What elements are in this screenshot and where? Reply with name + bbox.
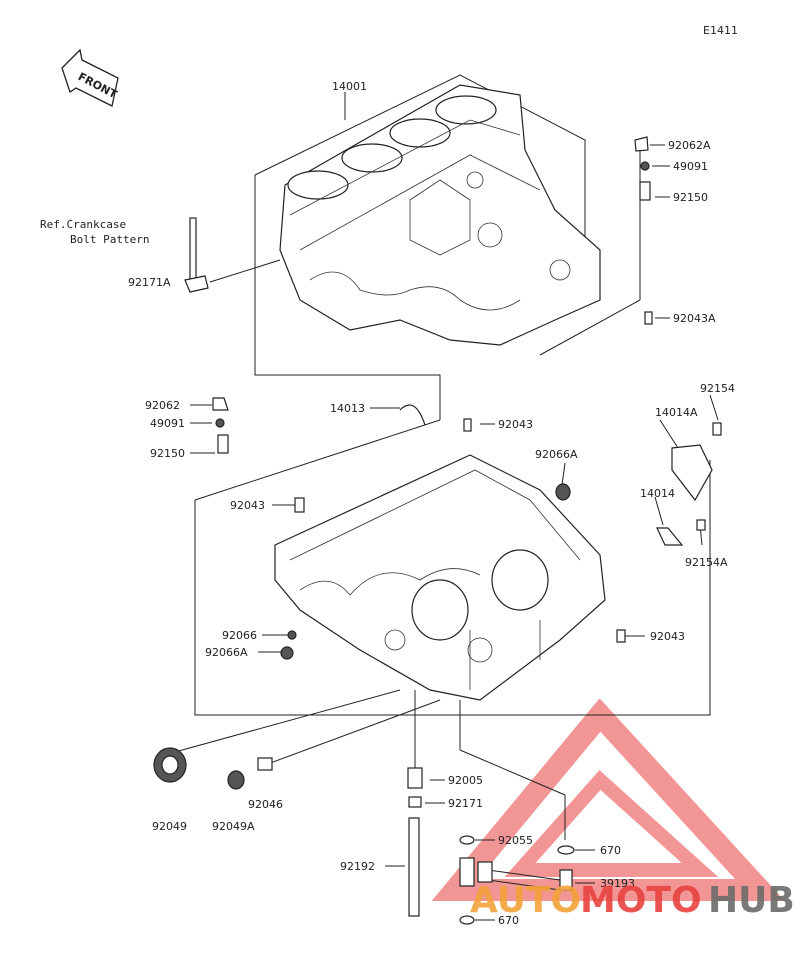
part-92171A-bolt (189, 217, 197, 281)
part-labels: 14001 92062A 49091 92150 Ref.Crankcase B… (40, 80, 735, 927)
lower-crankcase-body (274, 454, 606, 701)
label-92005: 92005 (448, 774, 483, 787)
part-92171-shape (408, 796, 422, 808)
part-39193-mid (477, 861, 493, 883)
cylinder-bore-3 (389, 118, 451, 148)
part-92043-a-shape (463, 418, 472, 432)
label-92049: 92049 (152, 820, 187, 833)
part-92046-shape (257, 757, 273, 771)
part-49091-shape (215, 418, 225, 428)
label-92154: 92154 (700, 382, 735, 395)
watermark-triangle-inner (504, 770, 719, 877)
watermark-triangle-outer (431, 698, 785, 901)
part-92154A-shape (696, 519, 706, 531)
cylinder-bore-2 (341, 143, 403, 173)
label-39193: 39193 (600, 877, 635, 890)
part-92055-shape (459, 835, 475, 845)
part-14014-shape (656, 527, 684, 546)
crank-bore-2 (491, 549, 549, 611)
label-14014A: 14014A (655, 406, 698, 419)
label-92066A-top: 92066A (535, 448, 578, 461)
part-92043-c-shape (616, 629, 626, 643)
label-92055: 92055 (498, 834, 533, 847)
part-92066A-shape (280, 646, 294, 660)
label-92154A: 92154A (685, 556, 728, 569)
label-92043A: 92043A (673, 312, 716, 325)
part-49091-top-shape (640, 161, 650, 171)
label-49091-top: 49091 (673, 160, 708, 173)
part-92043-b-shape (294, 497, 305, 513)
part-92066A-top-shape (555, 483, 571, 501)
part-92066-shape (287, 630, 297, 640)
ref-note-line2: Bolt Pattern (70, 233, 149, 246)
label-14013: 14013 (330, 402, 365, 415)
part-14013-shape (399, 404, 426, 426)
label-14001: 14001 (332, 80, 367, 93)
label-92171A: 92171A (128, 276, 171, 289)
part-670-b-shape (459, 915, 475, 925)
label-92062A: 92062A (668, 139, 711, 152)
part-92062-shape (212, 397, 229, 411)
label-92046: 92046 (248, 798, 283, 811)
label-92150-top: 92150 (673, 191, 708, 204)
label-92062: 92062 (145, 399, 180, 412)
part-14014A-shape (671, 444, 713, 502)
label-49091: 49091 (150, 417, 185, 430)
part-670-a-shape (557, 845, 575, 855)
part-92154-shape (712, 422, 722, 436)
label-14014: 14014 (640, 487, 675, 500)
upper-crankcase-group (254, 74, 641, 420)
diagram-code: E1411 (703, 24, 738, 37)
label-92171: 92171 (448, 797, 483, 810)
part-92049A-shape (227, 770, 245, 790)
part-92150-shape (217, 434, 229, 454)
small-parts (153, 136, 722, 925)
watermark-auto: AUTO (470, 880, 581, 921)
front-arrow: FRONT (61, 48, 120, 107)
label-92150: 92150 (150, 447, 185, 460)
lower-crankcase-group (194, 419, 711, 716)
label-92043-a: 92043 (498, 418, 533, 431)
label-670-b: 670 (498, 914, 519, 927)
part-92171A-clip (184, 275, 209, 293)
label-92066: 92066 (222, 629, 257, 642)
part-92005-shape (407, 767, 423, 789)
label-92049A: 92049A (212, 820, 255, 833)
part-92192-shape (408, 817, 420, 917)
leader-lines (174, 92, 719, 921)
label-670-a: 670 (600, 844, 621, 857)
watermark-moto: MOTO (580, 880, 702, 921)
watermark-hub: HUB (708, 880, 795, 921)
label-92043-b: 92043 (230, 499, 265, 512)
watermark-text: AUTO MOTO HUB (470, 880, 795, 921)
watermark-logo (431, 698, 785, 901)
part-92150-top-shape (639, 181, 651, 201)
label-92066A: 92066A (205, 646, 248, 659)
part-39193-left (459, 857, 475, 887)
cylinder-bore-1 (287, 170, 349, 200)
part-92062A-shape (634, 136, 649, 152)
label-92043-c: 92043 (650, 630, 685, 643)
ref-note-line1: Ref.Crankcase (40, 218, 126, 231)
part-39193-right (559, 869, 573, 891)
part-92043A-shape (644, 311, 653, 325)
label-92192: 92192 (340, 860, 375, 873)
cylinder-bore-4 (435, 95, 497, 125)
crank-bore-1 (411, 579, 469, 641)
